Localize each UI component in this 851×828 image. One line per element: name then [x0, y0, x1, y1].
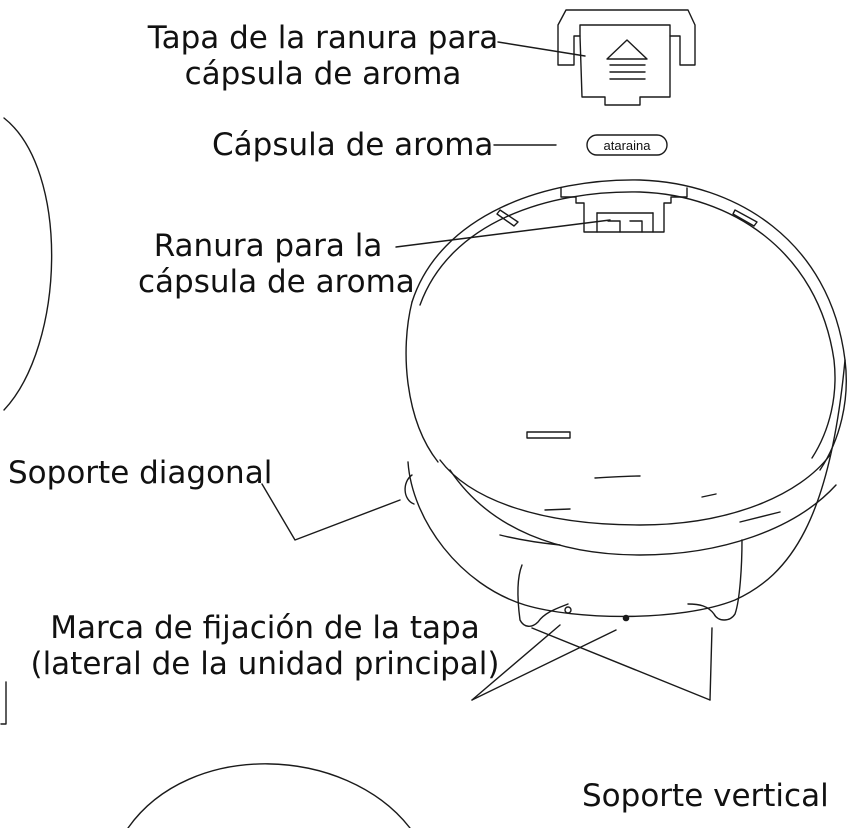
capsule-slot-label: Ranura para la cápsula de aroma — [138, 228, 415, 300]
lid-cover-label: Tapa de la ranura para cápsula de aroma — [118, 20, 528, 92]
lid-mark-closed — [622, 614, 630, 622]
aroma-capsule-label: Cápsula de aroma — [212, 127, 494, 163]
lid-mark-open — [564, 606, 572, 614]
leader-capsule-slot — [395, 219, 611, 248]
lid-cover-label-line1: Tapa de la ranura para — [147, 20, 499, 56]
main-unit — [404, 179, 847, 627]
leader-lid-mark-b — [471, 629, 617, 701]
leader-vertical-stand-a — [531, 627, 711, 701]
background-circle-left — [3, 117, 53, 411]
leader-vertical-stand-b — [709, 627, 713, 701]
capsule-slot-label-line2: cápsula de aroma — [138, 264, 415, 300]
leader-diagonal-stand — [261, 483, 401, 541]
lid-mark-label-line1: Marca de fijación de la tapa — [50, 610, 480, 646]
aroma-capsule — [586, 134, 668, 156]
capsule-slot-label-line1: Ranura para la — [153, 228, 383, 264]
capsule-slot-cover — [557, 9, 696, 106]
lid-cover-label-line2: cápsula de aroma — [184, 56, 462, 92]
lid-mark-label: Marca de fijación de la tapa (lateral de… — [30, 610, 500, 682]
leader-lid-mark-a — [471, 624, 561, 701]
edge-bracket — [0, 681, 7, 725]
leader-lid-cover — [497, 41, 586, 57]
eject-triangle-icon — [606, 39, 648, 60]
diagonal-stand-label: Soporte diagonal — [8, 455, 273, 491]
lid-mark-label-line2: (lateral de la unidad principal) — [30, 646, 500, 682]
capsule-brand-text: ataraina — [604, 138, 652, 153]
vertical-stand-label: Soporte vertical — [582, 778, 829, 814]
background-circle-bottom — [127, 763, 411, 828]
